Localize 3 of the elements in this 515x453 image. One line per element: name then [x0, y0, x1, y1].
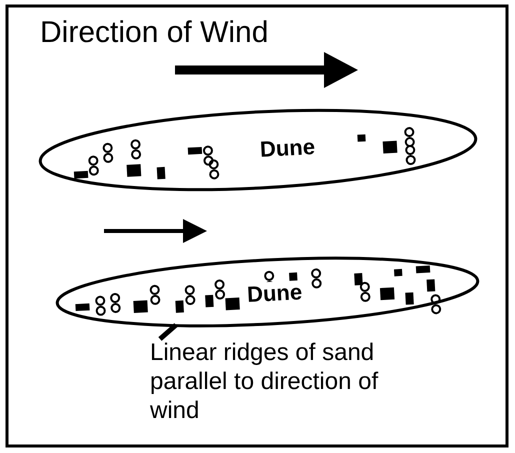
caption-text: Linear ridges of sand parallel to direction of wind — [150, 338, 380, 425]
leader-line — [158, 323, 178, 341]
wind-direction-label: Direction of Wind — [40, 16, 268, 50]
